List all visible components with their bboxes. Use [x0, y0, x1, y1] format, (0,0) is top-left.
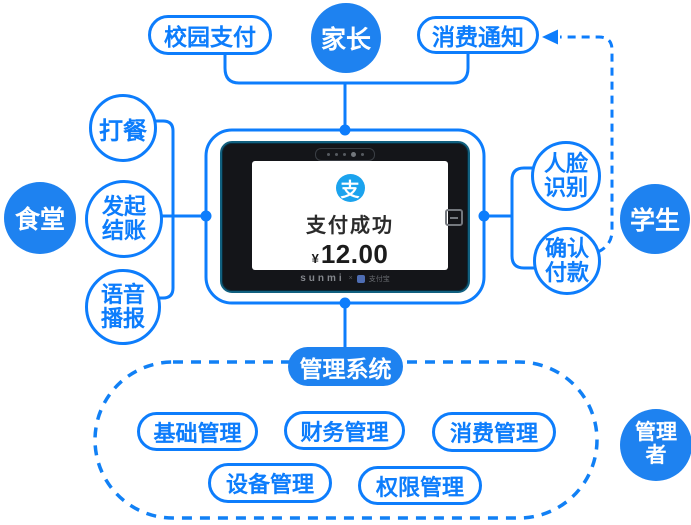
node-administrator: 管理 者	[620, 409, 691, 481]
module-pill-permission: 权限管理	[358, 466, 482, 505]
camera-dot-icon	[342, 153, 346, 156]
node-face-recognition: 人脸 识别	[531, 141, 601, 211]
node-face-recognition-line2: 识别	[543, 175, 588, 200]
brand-logo-text: sunmi	[300, 273, 345, 284]
device-screen: 支 支付成功 ¥ 12.00	[252, 161, 448, 270]
node-student: 学生	[620, 184, 690, 254]
node-admin-system: 管理系统	[288, 347, 403, 386]
node-parent: 家长	[311, 3, 381, 73]
amount-value: 12.00	[320, 239, 389, 269]
node-administrator-line1: 管理	[635, 421, 677, 445]
connector-right-bus	[510, 166, 538, 270]
module-pill-device: 设备管理	[208, 463, 332, 503]
payment-terminal-device: 支 支付成功 ¥ 12.00 sunmi × 支付宝	[220, 141, 470, 293]
left-arrowhead-icon	[542, 29, 558, 45]
module-pill-finance: 财务管理	[284, 411, 405, 450]
node-voice-broadcast-line1: 语音	[100, 282, 145, 308]
node-voice-broadcast: 语音 播报	[85, 269, 161, 345]
connector-dot-left	[200, 210, 212, 222]
connector-left-bus	[153, 119, 175, 300]
management-group-dashed-border	[93, 360, 599, 520]
connector-dot-top	[339, 124, 351, 136]
camera-dot-icon	[360, 153, 364, 156]
node-initiate-checkout-line1: 发起	[101, 194, 146, 220]
camera-strip-icon	[315, 148, 375, 161]
device-brand-row: sunmi × 支付宝	[222, 273, 468, 284]
camera-lens-icon	[350, 152, 356, 157]
node-initiate-checkout-line2: 结账	[101, 218, 146, 243]
connector-dot-right	[478, 210, 490, 222]
alipay-logo-icon: 支	[335, 174, 365, 202]
module-pill-consumption: 消费管理	[432, 412, 556, 452]
node-confirm-payment-line1: 确认	[544, 236, 589, 262]
card-slot-line	[450, 216, 458, 219]
card-reader-icon	[445, 209, 463, 226]
node-consumption-notice: 消费通知	[417, 16, 539, 54]
node-initiate-checkout: 发起 结账	[85, 180, 163, 258]
node-serve-meal: 打餐	[89, 94, 157, 162]
node-voice-broadcast-line2: 播报	[100, 306, 145, 331]
camera-dot-icon	[326, 153, 330, 156]
node-campus-payment: 校园支付	[148, 15, 272, 55]
payment-status-text: 支付成功	[306, 215, 394, 237]
node-face-recognition-line1: 人脸	[543, 151, 588, 177]
payment-amount: ¥ 12.00	[312, 239, 389, 270]
node-confirm-payment-line2: 付款	[544, 260, 589, 285]
cobrand-logo-icon	[356, 274, 365, 283]
multiply-icon: ×	[348, 275, 353, 282]
node-confirm-payment: 确认 付款	[533, 227, 601, 295]
cobrand-text: 支付宝	[368, 275, 390, 283]
node-canteen: 食堂	[4, 182, 76, 254]
camera-dot-icon	[334, 153, 338, 156]
node-administrator-line2: 者	[645, 444, 667, 467]
connector-dot-bottom	[339, 297, 351, 309]
currency-symbol: ¥	[311, 251, 319, 266]
module-pill-basic: 基础管理	[137, 412, 258, 451]
